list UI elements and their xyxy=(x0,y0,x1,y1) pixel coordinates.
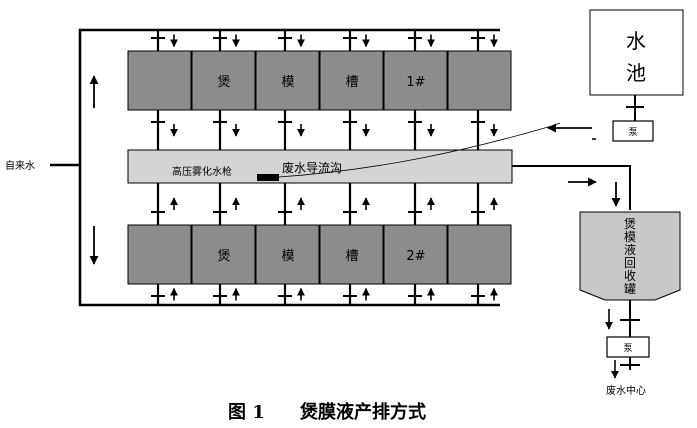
tank-cell xyxy=(383,50,448,111)
water-supply-pipes xyxy=(50,28,500,307)
valve-connector xyxy=(151,284,178,305)
valve-connector xyxy=(471,183,498,225)
tank-cell xyxy=(127,224,192,285)
recovery-tank-char: 收 xyxy=(624,269,636,283)
tank-cell xyxy=(319,224,384,285)
valve-connector xyxy=(213,30,240,51)
valve-connector xyxy=(408,110,435,150)
recovery-tank-char: 罐 xyxy=(624,282,636,296)
valve-connector xyxy=(408,30,435,51)
tank-cell-label: 槽 xyxy=(345,249,358,264)
tank-cell-label: 1# xyxy=(406,75,425,90)
spray-line xyxy=(278,122,561,178)
tank-cell xyxy=(447,50,512,111)
valve-connector xyxy=(213,284,240,305)
recovery-tank-char: 模 xyxy=(624,230,636,244)
tank-cell xyxy=(191,224,256,285)
tank-cell-label: 模 xyxy=(281,249,294,264)
pump-lower-label: 泵 xyxy=(623,343,632,354)
recovery-tank-char: 液 xyxy=(624,242,636,257)
figure-caption: 煲膜液产排方式 xyxy=(300,401,426,423)
valve-connector xyxy=(408,183,435,225)
tank-cell-label: 煲 xyxy=(217,74,230,90)
valve-connector xyxy=(343,183,370,225)
valve-connector xyxy=(278,110,305,150)
channel-label: 废水导流沟 xyxy=(282,160,342,175)
tank-cell-label: 2# xyxy=(406,249,425,264)
figure-number: 图 1 xyxy=(228,402,265,423)
tank-cell-label: 槽 xyxy=(345,75,358,90)
tank-cell-label: 模 xyxy=(281,75,294,90)
tank-cell xyxy=(255,50,320,111)
valve-connector xyxy=(213,183,240,225)
valve-connector xyxy=(343,284,370,305)
pool-label-2: 池 xyxy=(626,61,646,85)
valve-connector xyxy=(408,284,435,305)
recovery-tank-char: 回 xyxy=(624,256,636,270)
recovery-tank-char: 煲 xyxy=(624,216,636,231)
pump-upper-label: 泵 xyxy=(628,127,637,138)
water-pool: 水 池 xyxy=(589,9,684,96)
tap-water-label: 自来水 xyxy=(5,159,35,172)
valve-connector xyxy=(343,110,370,150)
tank-cell xyxy=(255,224,320,285)
tank-2: 煲 模 槽 2# xyxy=(127,224,512,285)
tank-cell xyxy=(191,50,256,111)
valve-connector xyxy=(278,183,305,225)
spray-gun-label: 高压雾化水枪 xyxy=(172,165,232,178)
valve-connector xyxy=(151,30,178,51)
pump-upper: 泵 xyxy=(612,120,654,142)
pool-label-1: 水 xyxy=(626,29,646,53)
tank-cell xyxy=(447,224,512,285)
valve-connector xyxy=(471,30,498,51)
tank-cell-label: 煲 xyxy=(217,248,230,264)
channel-outflow-pipe xyxy=(512,165,631,210)
valve-connector xyxy=(343,30,370,51)
tank-cell xyxy=(319,50,384,111)
flow-arrows-down xyxy=(605,309,619,379)
pump-lower: 泵 xyxy=(606,336,650,358)
waste-channel: 高压雾化水枪 废水导流沟 xyxy=(127,122,561,184)
spray-gun-nozzle xyxy=(257,174,279,181)
valve-connector xyxy=(471,284,498,305)
valve-connector xyxy=(151,183,178,225)
valve-connector xyxy=(213,110,240,150)
valve-connector xyxy=(278,30,305,51)
tank-1: 煲 模 槽 1# xyxy=(127,50,512,111)
lower-pump-pipe xyxy=(620,300,640,370)
tank-cell xyxy=(127,50,192,111)
valve-connectors xyxy=(151,30,498,305)
pool-pump-pipe xyxy=(547,95,644,140)
waste-center-label: 废水中心 xyxy=(606,384,646,397)
valve-connector xyxy=(151,110,178,150)
valve-connector xyxy=(278,284,305,305)
valve-connector xyxy=(471,110,498,150)
